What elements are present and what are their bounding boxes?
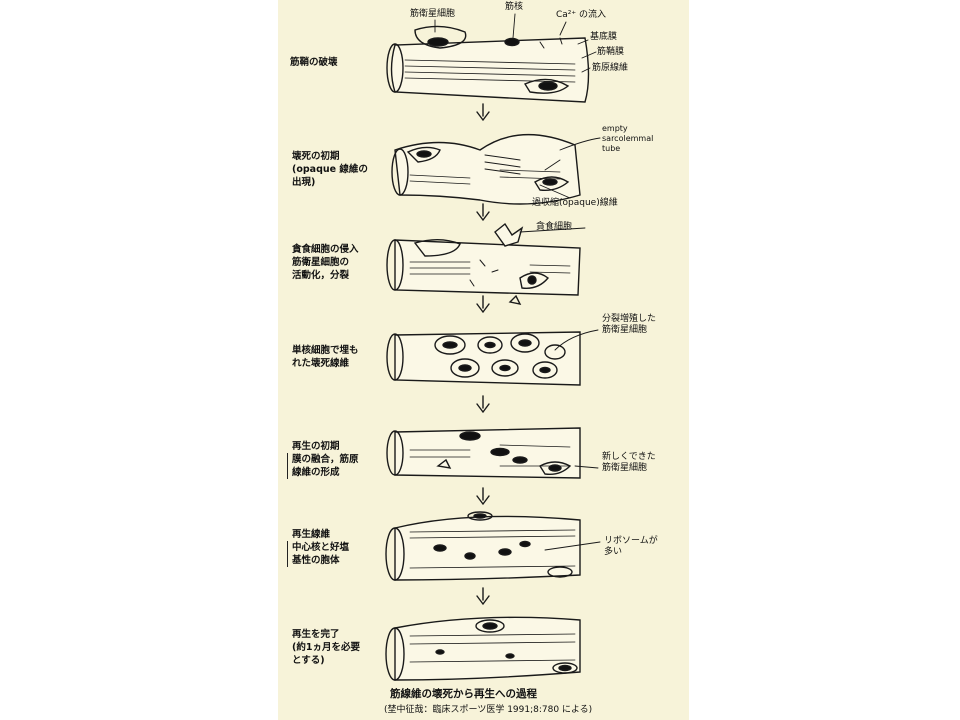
new-satellite-line-2: 筋衛星細胞: [602, 463, 648, 473]
stage-7-line-2: (約1ヵ月を必要: [292, 642, 360, 653]
new-satellite-line-1: 新しくできた: [602, 452, 656, 462]
label-sarcolemma: 筋鞘膜: [597, 47, 625, 57]
arrow-1: [476, 103, 490, 122]
stage-2-label: 壊死の初期 (opaque 線維の 出現): [292, 150, 368, 189]
caption-title: 筋線維の壊死から再生への過程: [390, 688, 537, 700]
stage-3-line-1: 貪食細胞の侵入: [292, 244, 359, 255]
stage-6-line-1: 再生線維: [292, 529, 331, 540]
empty-tube-line-2: sarcolemmal: [602, 134, 654, 143]
stage-5-bracket: [287, 453, 291, 479]
empty-tube-line-1: empty: [602, 124, 628, 133]
arrow-6: [476, 587, 490, 606]
stage-5-line-3: 線維の形成: [292, 467, 340, 478]
arrow-3: [476, 295, 490, 314]
fiber-stage-1: [386, 25, 590, 103]
arrow-2: [476, 203, 490, 222]
empty-tube-line-3: tube: [602, 144, 621, 153]
stage-4-label: 単核細胞で埋も れた壊死線維: [292, 344, 359, 370]
fiber-stage-4: [386, 331, 581, 386]
stage-1-label: 筋鞘の破壊: [290, 57, 338, 68]
label-satellite-cell: 筋衛星細胞: [410, 9, 456, 19]
label-ribosomes: リボソームが 多い: [604, 536, 658, 558]
stage-6-line-3: 基性の胞体: [292, 555, 340, 566]
stage-6-line-2: 中心核と好塩: [292, 542, 350, 553]
caption-source: (埜中征哉：臨床スポーツ医学 1991;8:780 による): [384, 705, 593, 715]
label-ca-influx: Ca²⁺ の流入: [556, 10, 607, 20]
stage-6-label: 再生線維 中心核と好塩 基性の胞体: [292, 528, 349, 567]
ribosomes-line-2: 多い: [604, 547, 623, 557]
arrow-5: [476, 487, 490, 506]
stage-3-line-2: 筋衛星細胞の: [292, 257, 350, 268]
ribosomes-line-1: リボソームが: [604, 536, 658, 546]
fiber-stage-5: [386, 427, 581, 479]
stage-2-line-1: 壊死の初期: [292, 151, 340, 162]
label-empty-tube: empty sarcolemmal tube: [602, 124, 653, 154]
label-myofibril: 筋原線維: [592, 63, 629, 73]
stage-2-line-2: (opaque 線維の: [292, 164, 368, 175]
stage-7-line-1: 再生を完了: [292, 629, 340, 640]
stage-4-line-2: れた壊死線維: [292, 358, 350, 369]
stage-3-label: 貪食細胞の侵入 筋衛星細胞の 活動化，分裂: [292, 243, 359, 282]
label-opaque-fiber: 過収縮(opaque)線維: [532, 198, 618, 208]
stage-6-bracket: [287, 541, 291, 567]
label-nucleus: 筋核: [505, 2, 524, 12]
fiber-stage-7: [385, 616, 581, 681]
stage-7-label: 再生を完了 (約1ヵ月を必要 とする): [292, 628, 360, 667]
fiber-stage-2: [391, 133, 581, 205]
fiber-stage-6: [385, 511, 581, 581]
label-basement-membrane: 基底膜: [590, 32, 618, 42]
stage-5-label: 再生の初期 膜の融合，筋原 線維の形成: [292, 440, 359, 479]
proliferating-line-1: 分裂増殖した: [602, 314, 657, 324]
stage-5-line-1: 再生の初期: [292, 441, 340, 452]
label-phagocyte: 貪食細胞: [536, 222, 573, 232]
fiber-stage-3: [386, 222, 581, 305]
label-new-satellite: 新しくできた 筋衛星細胞: [602, 452, 656, 474]
stage-4-line-1: 単核細胞で埋も: [292, 345, 359, 356]
arrow-4: [476, 395, 490, 414]
proliferating-line-2: 筋衛星細胞: [602, 325, 648, 335]
stage-2-line-3: 出現): [292, 177, 316, 188]
stage-3-line-3: 活動化，分裂: [292, 270, 350, 281]
label-proliferating-satellite: 分裂増殖した 筋衛星細胞: [602, 314, 656, 336]
stage-5-line-2: 膜の融合，筋原: [292, 454, 359, 465]
stage-7-line-3: とする): [292, 655, 325, 666]
